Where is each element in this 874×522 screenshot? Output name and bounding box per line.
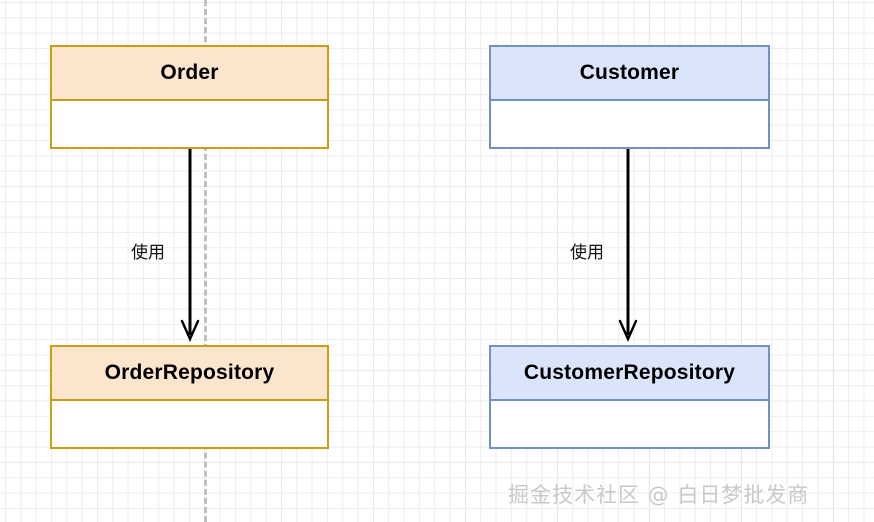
watermark-text: 掘金技术社区 @ 白日梦批发商	[508, 483, 810, 507]
uml-class-order-repository[interactable]: OrderRepository	[50, 345, 329, 449]
uml-class-order-repository-title: OrderRepository	[50, 345, 329, 401]
uml-class-customer-members	[489, 101, 770, 149]
uml-class-order-title: Order	[50, 45, 329, 101]
vertical-alignment-guide	[204, 0, 207, 522]
uml-class-customer-repository-members	[489, 401, 770, 449]
edge-customer-uses-customerrepository[interactable]	[616, 149, 640, 345]
uml-class-order-repository-members	[50, 401, 329, 449]
uml-class-order-members	[50, 101, 329, 149]
uml-class-customer-title: Customer	[489, 45, 770, 101]
edge-order-uses-orderrepository[interactable]	[178, 149, 202, 345]
uml-class-customer-repository[interactable]: CustomerRepository	[489, 345, 770, 449]
edge-label-customer-uses: 使用	[570, 243, 604, 263]
uml-class-customer-repository-title: CustomerRepository	[489, 345, 770, 401]
arrowhead-open-v	[618, 319, 638, 342]
uml-class-order[interactable]: Order	[50, 45, 329, 149]
edge-label-order-uses: 使用	[131, 243, 165, 263]
arrowhead-open-v	[180, 319, 200, 342]
uml-class-customer[interactable]: Customer	[489, 45, 770, 149]
